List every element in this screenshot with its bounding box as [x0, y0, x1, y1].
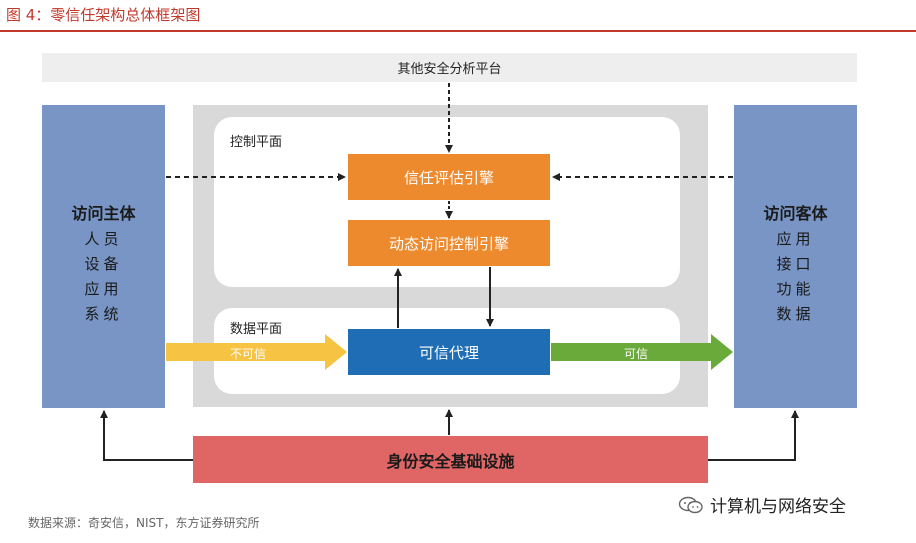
title-divider	[0, 30, 916, 32]
access-subject-box: 访问主体 人员 设备 应用 系统	[42, 105, 165, 408]
trusted-flow-label: 可信	[624, 347, 649, 361]
access-subject-item: 设备	[84, 255, 123, 273]
trusted-proxy-label: 可信代理	[418, 343, 479, 362]
identity-infrastructure-box: 身份安全基础设施	[193, 436, 708, 483]
untrusted-flow-arrow	[166, 334, 347, 370]
access-object-title: 访问客体	[763, 204, 828, 223]
access-object-box: 访问客体 应用 接口 功能 数据	[734, 105, 857, 408]
trust-evaluation-engine-box: 信任评估引擎	[348, 154, 550, 200]
watermark: 计算机与网络安全	[678, 492, 846, 517]
access-object-item: 功能	[776, 280, 815, 298]
identity-to-object-arrow	[708, 410, 799, 461]
analysis-platform-bar: 其他安全分析平台	[42, 53, 857, 82]
data-plane-label: 数据平面	[230, 322, 283, 337]
trust-evaluation-engine-label: 信任评估引擎	[403, 168, 494, 187]
access-object-item: 接口	[776, 255, 815, 273]
identity-to-subject-arrow	[100, 410, 193, 461]
trusted-flow-arrow	[551, 334, 733, 370]
wechat-icon	[678, 496, 703, 513]
access-subject-item: 人员	[84, 230, 123, 248]
trusted-proxy-box: 可信代理	[348, 329, 550, 375]
watermark-text: 计算机与网络安全	[710, 497, 846, 517]
access-subject-item: 应用	[84, 280, 123, 298]
untrusted-flow-label: 不可信	[230, 347, 267, 361]
analysis-platform-label: 其他安全分析平台	[397, 62, 502, 77]
access-object-item: 数据	[776, 305, 815, 323]
access-subject-title: 访问主体	[71, 204, 136, 223]
source-note: 数据来源：奇安信，NIST，东方证券研究所	[28, 516, 260, 530]
access-object-item: 应用	[776, 230, 815, 248]
identity-infrastructure-label: 身份安全基础设施	[386, 451, 515, 471]
access-subject-item: 系统	[84, 305, 123, 323]
access-control-engine-box: 动态访问控制引擎	[348, 220, 550, 266]
control-plane-label: 控制平面	[230, 135, 283, 150]
figure-title: 图 4：零信任架构总体框架图	[6, 6, 201, 24]
access-control-engine-label: 动态访问控制引擎	[388, 234, 509, 253]
